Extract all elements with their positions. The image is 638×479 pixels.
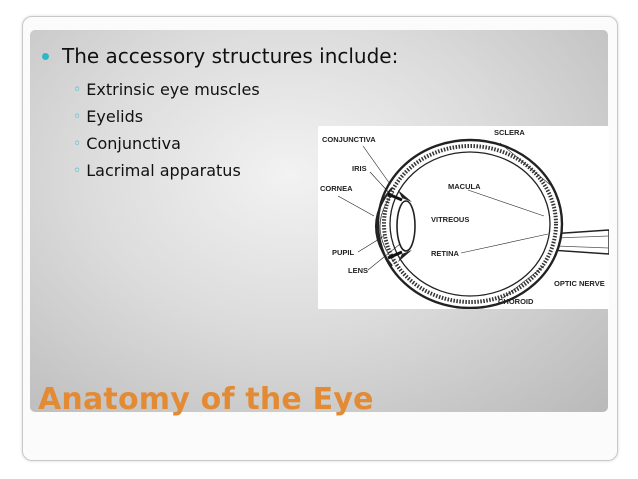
- label-optic-nerve: OPTIC NERVE: [554, 279, 605, 288]
- label-cornea: CORNEA: [320, 184, 353, 193]
- label-iris: IRIS: [352, 164, 367, 173]
- label-vitreous: VITREOUS: [431, 215, 469, 224]
- label-sclera: SCLERA: [494, 128, 525, 137]
- sub-item: ◦ Extrinsic eye muscles: [73, 80, 260, 99]
- label-choroid: CHOROID: [498, 297, 534, 306]
- label-lens: LENS: [348, 266, 368, 275]
- eye-diagram: CONJUNCTIVA SCLERA IRIS CORNEA MACULA VI…: [318, 126, 609, 309]
- label-retina: RETINA: [431, 249, 460, 258]
- sub-item: ◦ Conjunctiva: [73, 134, 181, 153]
- eye-diagram-svg: CONJUNCTIVA SCLERA IRIS CORNEA MACULA VI…: [320, 128, 609, 309]
- sub-item-text: Eyelids: [86, 107, 144, 126]
- sub-bullet-icon: ◦: [73, 162, 82, 179]
- sub-item-text: Lacrimal apparatus: [86, 161, 241, 180]
- label-macula: MACULA: [448, 182, 481, 191]
- bullet-dot-icon: [42, 52, 49, 60]
- sub-item-text: Conjunctiva: [86, 134, 181, 153]
- label-conjunctiva: CONJUNCTIVA: [322, 135, 376, 144]
- sub-item: ◦ Lacrimal apparatus: [73, 161, 241, 180]
- main-bullet: The accessory structures include:: [42, 44, 398, 68]
- sub-item-text: Extrinsic eye muscles: [86, 80, 260, 99]
- main-bullet-text: The accessory structures include:: [62, 44, 399, 68]
- sub-bullet-icon: ◦: [73, 81, 82, 98]
- sub-bullet-icon: ◦: [73, 108, 82, 125]
- slide-title: Anatomy of the Eye: [38, 382, 374, 417]
- sub-item: ◦ Eyelids: [73, 107, 143, 126]
- sub-bullet-icon: ◦: [73, 135, 82, 152]
- label-pupil: PUPIL: [332, 248, 355, 257]
